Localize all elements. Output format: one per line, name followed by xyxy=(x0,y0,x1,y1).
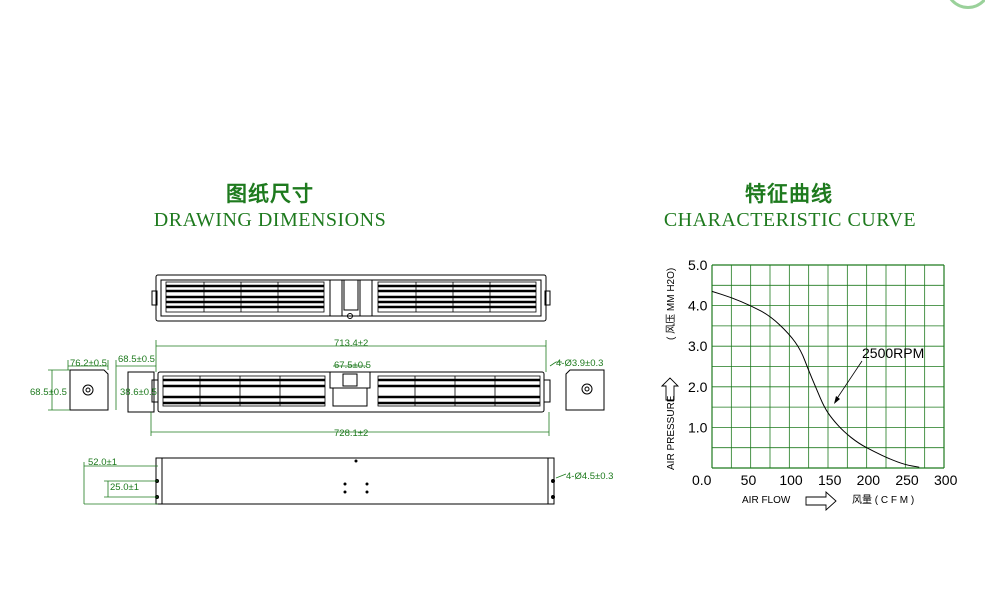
dim-728: 728.1±2 xyxy=(334,428,368,439)
unit-top-view xyxy=(151,274,551,322)
y-tick-label: 1.0 xyxy=(688,419,708,435)
y-tick-label: 2.0 xyxy=(688,379,708,395)
rpm-arrowhead xyxy=(834,396,840,404)
y-axis-label-group: AIR PRESSURE ( 风压 MM H2O) xyxy=(665,268,677,470)
dim-hole45: 4-Ø4.5±0.3 xyxy=(566,471,613,482)
chart-curve-group xyxy=(711,290,920,468)
x-axis-label-en: AIR FLOW xyxy=(742,495,791,506)
dim-25: 25.0±1 xyxy=(110,482,139,493)
y-tick-label: 4.0 xyxy=(688,298,708,314)
x-axis-arrow-icon xyxy=(805,490,837,512)
rpm-leader-line xyxy=(835,360,863,401)
dim-52: 52.0±1 xyxy=(88,457,117,468)
dim-713: 713.4±2 xyxy=(334,338,368,349)
drawing-title-en: DRAWING DIMENSIONS xyxy=(153,209,387,231)
x-tick-label: 300 xyxy=(934,472,958,488)
y-tick-label: 5.0 xyxy=(688,257,708,273)
y-axis-label-cn: ( 风压 MM H2O) xyxy=(665,268,677,340)
x-tick-label: 100 xyxy=(779,472,803,488)
dim-67: 67.5±0.5 xyxy=(334,360,371,371)
grille-left xyxy=(165,281,325,313)
curve-line-2500rpm xyxy=(711,290,920,468)
chart-ticks: 0.0 50 100 150 200 250 300 1.0 2.0 3.0 4.0 5.0 xyxy=(688,257,958,488)
x-tick-label: 50 xyxy=(741,472,757,488)
dimension-labels: 713.4±2 728.1±2 67.5±0.5 76.2±0.5 68.5±0… xyxy=(30,338,613,493)
dim-762: 76.2±0.5 xyxy=(70,358,107,369)
x-axis-label-cn: 风量 ( C F M ) xyxy=(852,494,914,506)
x-tick-label: 250 xyxy=(895,472,919,488)
dim-386: 38.6±0.5 xyxy=(120,387,157,398)
y-axis-label-en: AIR PRESSURE xyxy=(666,395,677,470)
y-tick-label: 3.0 xyxy=(688,338,708,354)
dim-685a: 68.5±0.5 xyxy=(118,354,155,365)
y-axis-arrow-icon xyxy=(660,377,680,401)
dimension-lines xyxy=(48,340,567,505)
dim-685b: 68.5±0.5 xyxy=(30,387,67,398)
drawing-title-cn: 图纸尺寸 xyxy=(226,182,314,206)
curve-title-en: CHARACTERISTIC CURVE xyxy=(663,209,917,231)
side-view-right xyxy=(565,369,605,411)
chart-grid xyxy=(711,264,945,469)
side-view-mid xyxy=(127,371,155,413)
x-tick-label: 200 xyxy=(857,472,881,488)
curve-title-cn: 特征曲线 xyxy=(745,182,833,206)
x-tick-label: 150 xyxy=(818,472,842,488)
grille-right xyxy=(377,281,537,313)
x-tick-label: 0.0 xyxy=(692,472,712,488)
side-view-left xyxy=(69,369,109,411)
rpm-label: 2500RPM xyxy=(862,345,924,361)
dim-hole39: 4-Ø3.9±0.3 xyxy=(556,358,603,369)
unit-front-view xyxy=(151,371,551,413)
